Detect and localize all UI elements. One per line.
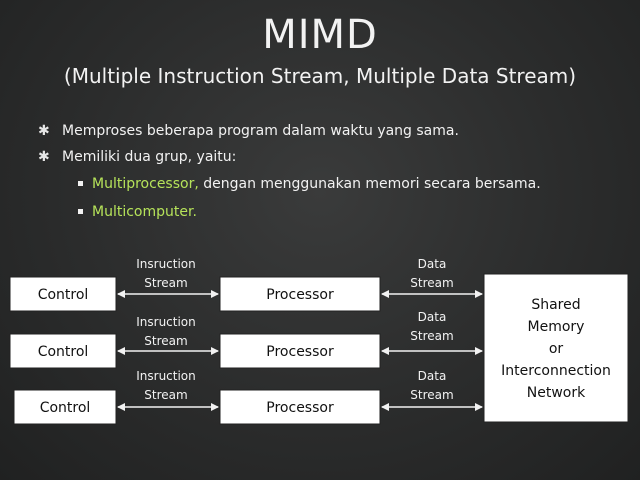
control-label: Control: [38, 344, 89, 360]
data-stream-label: Stream: [410, 388, 453, 402]
instruction-stream-label: Stream: [144, 276, 187, 290]
data-stream-label: Stream: [410, 329, 453, 343]
instruction-stream-label: Insruction: [136, 257, 196, 271]
data-stream-label: Data: [418, 257, 447, 271]
shared-memory-label: Interconnection: [501, 363, 611, 379]
sub-bullet-highlight: Multiprocessor,: [92, 176, 199, 192]
bullet-list: ✱ Memproses beberapa program dalam waktu…: [38, 118, 628, 226]
slide-subtitle: (Multiple Instruction Stream, Multiple D…: [63, 64, 577, 88]
control-box: [9, 276, 117, 312]
instruction-stream-label: Insruction: [136, 369, 196, 383]
shared-memory-label: Network: [527, 385, 586, 401]
sub-bullet-item: Multicomputer.: [78, 198, 628, 226]
data-stream-label: Data: [418, 369, 447, 383]
shared-memory-label: Shared: [531, 297, 580, 313]
shared-memory-label: or: [549, 341, 564, 357]
bullet-text: Memproses beberapa program dalam waktu y…: [62, 123, 459, 139]
instruction-stream-label: Stream: [144, 388, 187, 402]
processor-label: Processor: [266, 400, 334, 416]
processor-label: Processor: [266, 344, 334, 360]
square-bullet-icon: [78, 209, 83, 214]
shared-memory-box: [483, 273, 629, 423]
control-box: [9, 333, 117, 369]
bullet-item: ✱ Memiliki dua grup, yaitu:: [38, 144, 628, 170]
square-bullet-icon: [78, 181, 83, 186]
slide-title: MIMD: [262, 12, 378, 58]
control-label: Control: [40, 400, 91, 416]
sub-bullet-highlight: Multicomputer.: [92, 204, 197, 220]
instruction-stream-label: Insruction: [136, 315, 196, 329]
star-bullet-icon: ✱: [38, 123, 50, 139]
processor-box: [219, 276, 381, 312]
star-bullet-icon: ✱: [38, 149, 50, 165]
data-stream-label: Data: [418, 310, 447, 324]
bullet-item: ✱ Memproses beberapa program dalam waktu…: [38, 118, 628, 144]
processor-box: [219, 333, 381, 369]
bullet-text: Memiliki dua grup, yaitu:: [62, 149, 237, 165]
sub-bullet-text: dengan menggunakan memori secara bersama…: [198, 176, 541, 192]
processor-label: Processor: [266, 287, 334, 303]
shared-memory-label: Memory: [528, 319, 585, 335]
sub-bullet-item: Multiprocessor, dengan menggunakan memor…: [78, 170, 628, 198]
processor-box: [219, 389, 381, 425]
instruction-stream-label: Stream: [144, 334, 187, 348]
control-label: Control: [38, 287, 89, 303]
data-stream-label: Stream: [410, 276, 453, 290]
control-box: [13, 389, 117, 425]
